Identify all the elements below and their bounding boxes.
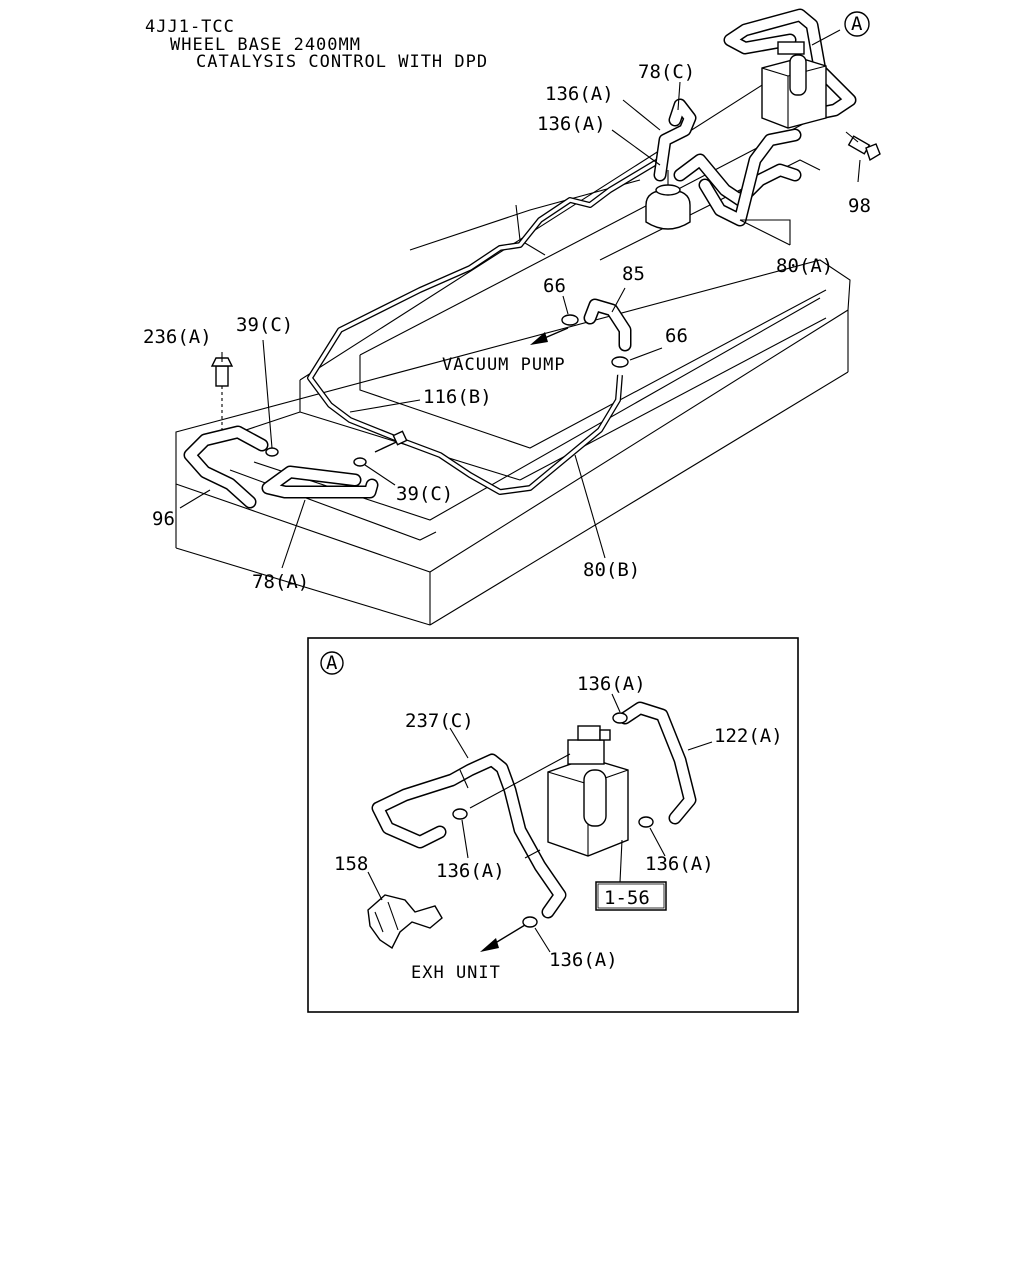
vacuum-pump-arrow [530,327,569,345]
label-39c-lower: 39(C) [396,483,453,505]
detail-label-exh-unit: EXH UNIT [411,963,501,983]
label-236a: 236(A) [143,326,212,348]
label-78a: 78(A) [252,571,309,593]
clamp-39c-right [353,457,367,467]
connector-116b [374,430,408,453]
label-116b: 116(B) [423,386,492,408]
detail-marker-a: A [326,652,338,674]
label-136a-2: 136(A) [537,113,606,135]
label-66-lower: 66 [665,325,688,347]
clamp-66-lower [611,356,629,368]
detail-label-158: 158 [334,853,368,875]
label-98: 98 [848,195,871,217]
canister-top [761,41,827,129]
pipe-80b [307,157,662,495]
detail-ref-box: 1-56 [604,887,650,909]
detail-label-136a-bottom: 136(A) [549,949,618,971]
hose-96 [183,425,269,509]
clamp-66-upper [561,314,579,326]
label-39c-upper: 39(C) [236,314,293,336]
hose-78c [653,98,697,182]
detail-clamp-158 [367,894,443,950]
label-vacuum-pump: VACUUM PUMP [442,355,566,375]
header-model: 4JJ1-TCC [145,17,235,37]
label-78c: 78(C) [638,61,695,83]
detail-box-a: A [307,637,799,1013]
detail-label-136a-top: 136(A) [577,673,646,695]
label-96: 96 [152,508,175,530]
leader-lines [179,29,861,569]
bolt-98 [845,131,881,162]
hose-80a [673,128,802,227]
header-catalysis: CATALYSIS CONTROL WITH DPD [196,52,488,72]
hose-top-right-loop [723,8,857,122]
detail-canister [547,725,629,857]
label-136a-1: 136(A) [545,83,614,105]
label-80b: 80(B) [583,559,640,581]
detail-label-237c: 237(C) [405,710,474,732]
bolt-236a [210,357,234,430]
label-85: 85 [622,263,645,285]
header-wheelbase: WHEEL BASE 2400MM [170,35,361,55]
hose-85 [583,298,632,352]
detail-label-122a: 122(A) [714,725,783,747]
vacuum-actuator [645,170,691,230]
label-80a: 80(A) [776,255,833,277]
detail-marker-a-circle [844,11,870,37]
detail-label-136a-right: 136(A) [645,853,714,875]
label-a-marker-top: A [851,13,863,35]
clamp-39c-left [265,447,279,457]
hose-78a [261,465,379,499]
detail-label-136a-left: 136(A) [436,860,505,882]
label-66-upper: 66 [543,275,566,297]
